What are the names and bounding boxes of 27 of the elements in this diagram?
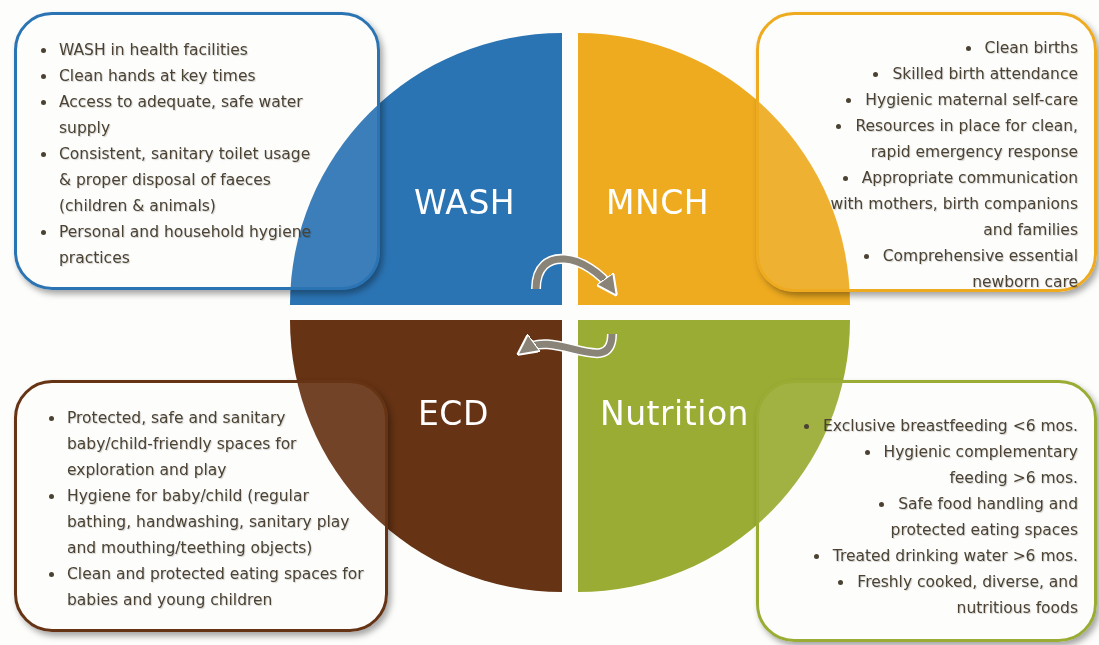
text-card	[756, 12, 1097, 292]
cycle-arrow	[531, 254, 619, 297]
bullet-item: Consistent, sanitary toilet usage & proper disposal of faeces (children & animals)	[39, 141, 319, 219]
text-card	[14, 380, 388, 632]
bullet-item: Protected, safe and sanitary baby/child-friendly spaces for exploration and play	[47, 405, 365, 483]
bullet-item: Treated drinking water >6 mos.	[803, 543, 1078, 569]
bullet-item: Hygienic complementary feeding >6 mos.	[803, 439, 1078, 491]
bullet-item: Comprehensive essential newborn care	[819, 243, 1078, 295]
bullet-item: Resources in place for clean, rapid emergency response	[819, 113, 1078, 165]
text-card	[756, 380, 1097, 642]
bullet-item: Skilled birth attendance	[819, 61, 1078, 87]
bullet-item: Appropriate communication with mothers, birth companions and families	[819, 165, 1078, 243]
bullet-item: WASH in health facilities	[39, 37, 319, 63]
quadrant-label: Nutrition	[600, 394, 749, 433]
cycle-arrow	[515, 333, 617, 359]
bullet-item: Hygienic maternal self-care	[819, 87, 1078, 113]
bullet-item: Clean hands at key times	[39, 63, 319, 89]
bullet-item: Hygiene for baby/child (regular bathing, handwashing, sanitary play and mouthing/teething objects)	[47, 483, 365, 561]
bullet-item: Safe food handling and protected eating spaces	[803, 491, 1078, 543]
bullet-item: Clean births	[819, 35, 1078, 61]
bullet-item: Access to adequate, safe water supply	[39, 89, 319, 141]
bullet-item: Clean and protected eating spaces for babies and young children	[47, 561, 365, 613]
bullet-item: Freshly cooked, diverse, and nutritious foods	[803, 569, 1078, 621]
text-card	[14, 12, 380, 290]
quadrant-label: WASH	[414, 183, 516, 222]
quadrant-label: ECD	[418, 394, 489, 433]
quadrant-label: MNCH	[606, 183, 709, 222]
